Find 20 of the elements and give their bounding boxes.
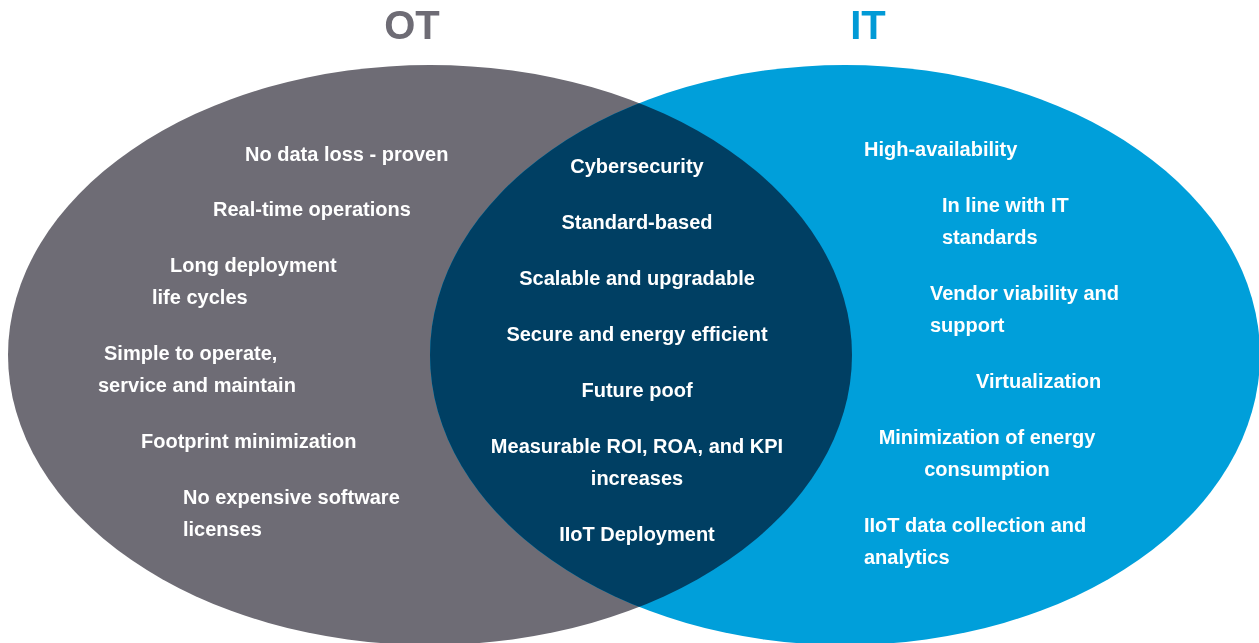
feature-text: Long deployment life cycles xyxy=(152,253,338,310)
feature-text: Standard-based xyxy=(560,210,714,235)
feature-text: Minimization of energy consumption xyxy=(877,425,1097,482)
feature-text: IIoT Deployment xyxy=(558,522,716,547)
circle-heading: IT xyxy=(849,2,887,48)
feature-text: Measurable ROI, ROA, and KPI increases xyxy=(489,434,785,491)
feature-text: Footprint minimization xyxy=(141,429,358,454)
feature-text: High-availability xyxy=(864,137,1019,162)
feature-text: IIoT data collection and analytics xyxy=(864,513,1088,570)
feature-text: Future poof xyxy=(580,378,694,403)
feature-text: No data loss - proven xyxy=(245,142,450,167)
feature-text: In line with IT standards xyxy=(942,193,1070,250)
circle-heading: OT xyxy=(383,2,441,48)
feature-text: Real-time operations xyxy=(213,197,412,222)
feature-text: Virtualization xyxy=(976,369,1103,394)
feature-text: Scalable and upgradable xyxy=(518,266,756,291)
feature-text: No expensive software licenses xyxy=(183,485,401,542)
feature-text: Secure and energy efficient xyxy=(505,322,769,347)
feature-text: Simple to operate, service and maintain xyxy=(98,341,297,398)
feature-text: Vendor viability and support xyxy=(930,281,1120,338)
